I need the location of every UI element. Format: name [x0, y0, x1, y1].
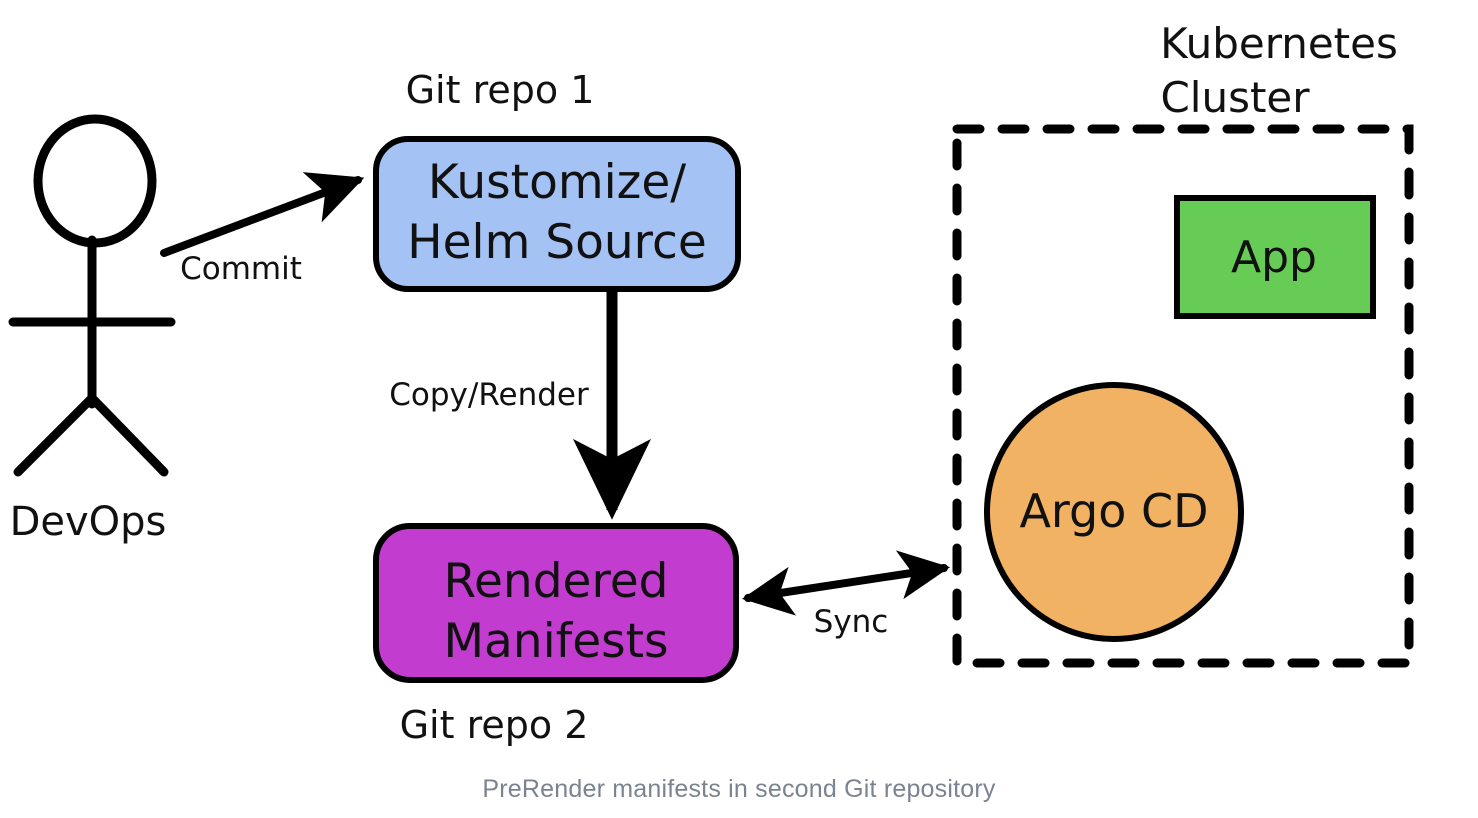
kustomize-helm-source-node[interactable]: Kustomize/ Helm Source [373, 136, 741, 292]
app-node[interactable]: App [1174, 195, 1376, 319]
argocd-circle[interactable] [984, 382, 1244, 642]
rendered-manifests-node[interactable]: Rendered Manifests [373, 523, 739, 683]
argocd-node[interactable]: Argo CD [984, 382, 1244, 642]
commit-edge-label: Commit [180, 251, 302, 287]
diagram-caption: PreRender manifests in second Git reposi… [482, 775, 996, 803]
stick-figure-right-leg [87, 393, 169, 477]
copy-render-edge-label: Copy/Render [389, 377, 589, 413]
app-box[interactable] [1174, 195, 1376, 319]
app-label: App [1231, 232, 1317, 283]
devops-label: DevOps [10, 499, 167, 545]
kustomize-helm-source-label-line2: Helm Source [407, 215, 706, 270]
sync-edge-label: Sync [814, 604, 889, 640]
cluster-dashed-border [952, 124, 1414, 668]
rendered-manifests-label-line2: Manifests [443, 614, 668, 669]
git-repo-1-caption: Git repo 1 [406, 68, 595, 112]
kustomize-helm-source-box[interactable] [373, 136, 741, 292]
cluster-label-line2: Cluster [1160, 73, 1310, 122]
commit-edge [160, 172, 365, 257]
git-repo-2-caption: Git repo 2 [400, 703, 589, 747]
stick-figure-head [33, 114, 157, 248]
rendered-manifests-box[interactable] [373, 523, 739, 683]
rendered-manifests-label-line1: Rendered [443, 554, 668, 609]
sync-edge [741, 550, 951, 616]
stick-figure-left-leg [13, 393, 97, 477]
kubernetes-cluster-boundary [952, 124, 1414, 668]
cluster-label-line1: Kubernetes [1160, 19, 1398, 68]
kustomize-helm-source-label-line1: Kustomize/ [428, 155, 686, 210]
commit-arrow [160, 172, 365, 257]
sync-arrow [741, 550, 951, 616]
argocd-label: Argo CD [1019, 484, 1208, 538]
devops-stick-figure [8, 114, 176, 477]
